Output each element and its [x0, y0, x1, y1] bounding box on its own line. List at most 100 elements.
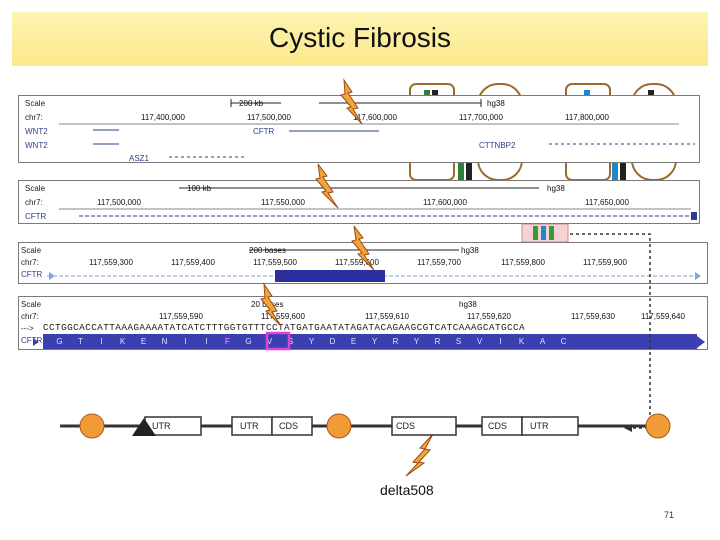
coordinate-tick: 117,400,000 [141, 113, 185, 122]
coordinate-tick: 117,559,620 [467, 312, 511, 321]
gene-label-cttnbp2: CTTNBP2 [479, 141, 516, 150]
amino-acid: V [476, 337, 483, 346]
coordinate-tick: 117,550,000 [261, 198, 305, 207]
amino-acid: S [287, 337, 294, 346]
row-label: CFTR [25, 212, 47, 221]
amino-acid: I [499, 337, 502, 346]
connector-line [570, 233, 651, 429]
row-label: chr7: [25, 113, 43, 122]
coordinate-tick: 117,500,000 [247, 113, 291, 122]
amino-acid: F [225, 337, 230, 346]
exon-box [521, 416, 579, 436]
amino-acid: K [518, 337, 525, 346]
amino-acid: I [205, 337, 208, 346]
row-label: CFTR [21, 336, 43, 345]
coordinate-tick: 117,559,630 [571, 312, 615, 321]
amino-acid: A [539, 337, 546, 346]
coordinate-tick: 117,700,000 [459, 113, 503, 122]
dna-sequence: CCTGGCACCATTAAAGAAAATATCATCTTTGGTGTTTCCT… [43, 322, 526, 333]
genome-browser-panel-exon: Scale chr7: CFTR 200 bases hg38 117,559,… [18, 242, 708, 284]
amino-acid: Y [308, 337, 315, 346]
coordinate-tick: 117,600,000 [423, 198, 467, 207]
lightning-bolt-icon [260, 282, 282, 327]
coordinate-tick: 117,559,300 [89, 258, 133, 267]
amino-acid: I [184, 337, 187, 346]
row-label: Scale [25, 184, 46, 193]
intron-circle [79, 413, 105, 439]
mutation-caption: delta508 [380, 482, 434, 498]
amino-acid: R [392, 337, 399, 346]
lightning-bolt-icon [405, 433, 434, 477]
exon-track [47, 249, 701, 282]
mutation-highlight [265, 331, 291, 351]
amino-acid: Y [413, 337, 420, 346]
coordinate-tick: 117,559,700 [417, 258, 461, 267]
gene-label-cftr: CFTR [253, 127, 275, 136]
coordinate-tick: 117,559,600 [261, 312, 305, 321]
title-banner [12, 12, 708, 66]
slide-title: Cystic Fibrosis [268, 22, 451, 53]
row-label: Scale [25, 99, 46, 108]
coordinate-tick: 117,559,400 [171, 258, 215, 267]
amino-acid: C [560, 337, 567, 346]
gene-tracks [59, 187, 697, 220]
coordinate-tick: 117,600,000 [353, 113, 397, 122]
amino-acid: G [245, 337, 252, 346]
codon-arrows [33, 336, 705, 348]
intron-circle [645, 413, 671, 439]
genome-browser-panel-gene: Scale chr7: CFTR 100 kb hg38 117,500,000… [18, 180, 700, 224]
gene-tracks [59, 99, 695, 158]
coordinate-tick: 117,559,600 [335, 258, 379, 267]
triangle-marker [132, 418, 156, 436]
intron-circle [326, 413, 352, 439]
amino-acid: R [434, 337, 441, 346]
amino-acid: N [161, 337, 168, 346]
coordinate-tick: 117,559,640 [641, 312, 685, 321]
segment-label-utr: UTR [152, 421, 171, 431]
segment-label-cds: CDS [488, 421, 508, 431]
row-label: ---> [21, 324, 34, 333]
row-label: WNT2 [25, 127, 48, 136]
genome-browser-panel-bases: Scale chr7: ---> CFTR 20 bases hg38 117,… [18, 296, 708, 350]
exon-box [391, 416, 457, 436]
slide-number: 71 [664, 510, 675, 520]
coordinate-tick: 117,500,000 [97, 198, 141, 207]
assembly-label: hg38 [487, 99, 505, 108]
segment-label-cds: CDS [396, 421, 416, 431]
gene-label-asz1: ASZ1 [129, 154, 150, 163]
amino-acid: I [100, 337, 103, 346]
assembly-label: hg38 [459, 300, 477, 309]
lightning-bolt-icon [351, 225, 375, 271]
amino-acid: S [455, 337, 462, 346]
segment-label-utr: UTR [240, 421, 259, 431]
row-label: chr7: [21, 312, 39, 321]
segment-label-utr: UTR [530, 421, 549, 431]
coordinate-tick: 117,559,610 [365, 312, 409, 321]
row-label: chr7: [21, 258, 39, 267]
row-label: Scale [21, 300, 42, 309]
amino-acid: V [266, 337, 273, 346]
amino-acid: G [56, 337, 63, 346]
row-label: chr7: [25, 198, 43, 207]
amino-acid: E [140, 337, 147, 346]
assembly-label: hg38 [547, 184, 565, 193]
coordinate-tick: 117,650,000 [585, 198, 629, 207]
assembly-label: hg38 [461, 246, 479, 255]
lightning-bolt-icon [315, 163, 339, 209]
segment-label-cds: CDS [279, 421, 299, 431]
amino-acid: Y [371, 337, 378, 346]
row-label: CFTR [21, 270, 43, 279]
amino-acid: D [329, 337, 336, 346]
coordinate-tick: 117,800,000 [565, 113, 609, 122]
amino-acid: T [78, 337, 83, 346]
lightning-bolt-icon [340, 78, 363, 125]
exon-box [271, 416, 313, 436]
coordinate-tick: 117,559,590 [159, 312, 203, 321]
genome-browser-panel-wide: Scale chr7: WNT2 WNT2 200 kb hg38 117,40… [18, 95, 700, 163]
coordinate-tick: 117,559,800 [501, 258, 545, 267]
amino-acid: K [119, 337, 126, 346]
coordinate-tick: 117,559,900 [583, 258, 627, 267]
amino-acid: E [350, 337, 357, 346]
